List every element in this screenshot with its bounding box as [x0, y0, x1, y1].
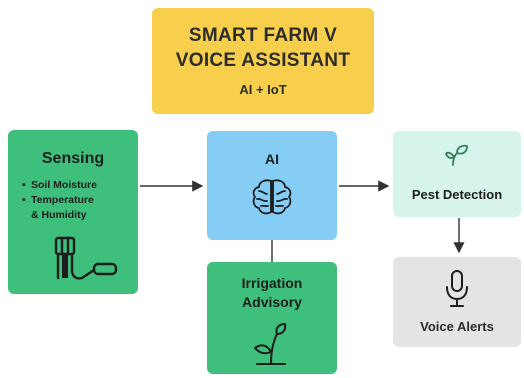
sensing-node: Sensing Soil Moisture Temperature & Humi…	[8, 130, 138, 294]
irrigation-node: Irrigation Advisory	[207, 262, 337, 374]
title-block: SMART FARM V VOICE ASSISTANT AI + IoT	[152, 8, 374, 114]
irrigation-title-line-1: Irrigation	[241, 275, 303, 291]
title-line-1: SMART FARM V	[188, 25, 338, 46]
sensing-item-soil-moisture: Soil Moisture	[22, 178, 138, 193]
ai-node: AI	[207, 131, 337, 240]
sensing-list: Soil Moisture Temperature & Humidity	[22, 178, 138, 223]
microphone-icon	[446, 270, 468, 307]
ai-title: AI	[265, 151, 279, 167]
sprout-icon	[254, 323, 287, 365]
sensing-title: Sensing	[41, 150, 105, 167]
title-line-2: VOICE ASSISTANT	[175, 50, 351, 71]
sensing-item-temperature: Temperature	[22, 193, 138, 208]
pest-detection-node: Pest Detection	[393, 131, 521, 217]
soil-sensor-icon	[54, 236, 118, 280]
voice-alerts-node: Voice Alerts	[393, 257, 521, 347]
voice-alerts-title: Voice Alerts	[420, 319, 494, 334]
irrigation-title: Irrigation Advisory	[207, 274, 337, 312]
sensing-item-humidity: & Humidity	[31, 209, 87, 221]
brain-icon	[252, 179, 292, 215]
irrigation-title-line-2: Advisory	[242, 294, 302, 310]
title-subtitle: AI + IoT	[239, 82, 287, 97]
leaf-icon	[445, 144, 468, 166]
pest-detection-title: Pest Detection	[411, 187, 503, 202]
